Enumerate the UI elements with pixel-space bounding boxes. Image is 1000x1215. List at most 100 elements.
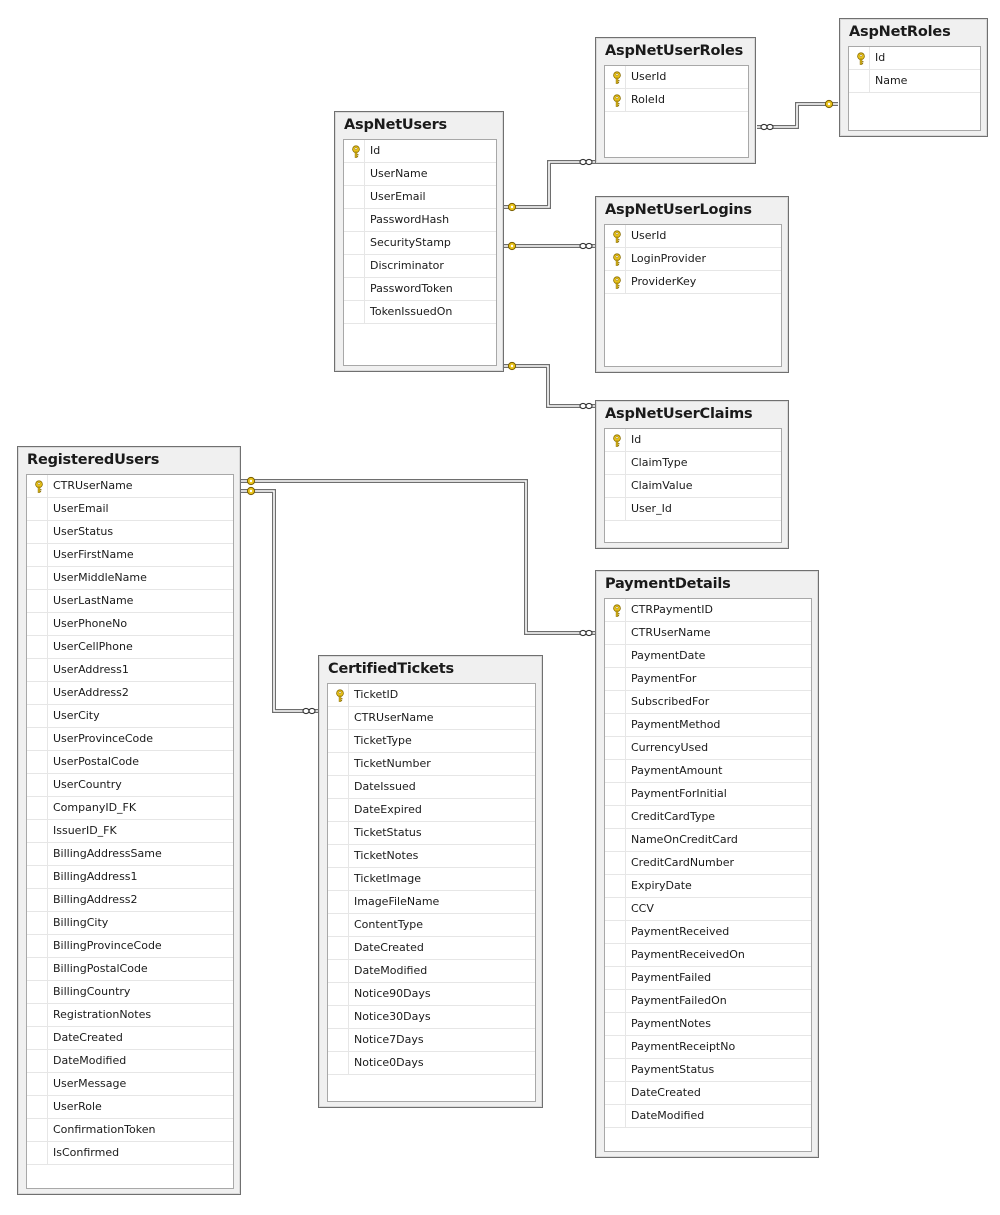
column-row[interactable]: UserFirstName: [27, 544, 233, 567]
column-row[interactable]: DateModified: [328, 960, 535, 983]
column-row[interactable]: UserAddress1: [27, 659, 233, 682]
column-row[interactable]: CreditCardType: [605, 806, 811, 829]
column-row[interactable]: NameOnCreditCard: [605, 829, 811, 852]
column-row[interactable]: UserPostalCode: [27, 751, 233, 774]
column-row[interactable]: CTRUserName: [328, 707, 535, 730]
relationship-line-users-userclaims[interactable]: [504, 361, 596, 410]
column-row[interactable]: PaymentStatus: [605, 1059, 811, 1082]
column-row[interactable]: DateCreated: [328, 937, 535, 960]
column-row[interactable]: UserCountry: [27, 774, 233, 797]
column-row[interactable]: UserId: [605, 66, 748, 89]
column-row[interactable]: Id: [344, 140, 496, 163]
column-row[interactable]: PaymentFailed: [605, 967, 811, 990]
column-row[interactable]: UserMiddleName: [27, 567, 233, 590]
column-row[interactable]: DateIssued: [328, 776, 535, 799]
column-row[interactable]: SubscribedFor: [605, 691, 811, 714]
column-row[interactable]: PaymentReceivedOn: [605, 944, 811, 967]
column-row[interactable]: CTRUserName: [605, 622, 811, 645]
column-row[interactable]: PaymentReceiptNo: [605, 1036, 811, 1059]
column-row[interactable]: UserStatus: [27, 521, 233, 544]
column-row[interactable]: ConfirmationToken: [27, 1119, 233, 1142]
column-row[interactable]: BillingAddress1: [27, 866, 233, 889]
column-row[interactable]: RoleId: [605, 89, 748, 112]
column-row[interactable]: User_Id: [605, 498, 781, 521]
column-row[interactable]: DateModified: [605, 1105, 811, 1128]
table-aspnetuserlogins[interactable]: AspNetUserLogins UserId LoginProvider Pr…: [595, 196, 789, 373]
column-row[interactable]: CurrencyUsed: [605, 737, 811, 760]
column-row[interactable]: BillingPostalCode: [27, 958, 233, 981]
column-row[interactable]: CompanyID_FK: [27, 797, 233, 820]
column-row[interactable]: BillingAddressSame: [27, 843, 233, 866]
column-row[interactable]: PaymentFailedOn: [605, 990, 811, 1013]
column-row[interactable]: UserId: [605, 225, 781, 248]
column-row[interactable]: DateExpired: [328, 799, 535, 822]
column-row[interactable]: UserName: [344, 163, 496, 186]
column-row[interactable]: UserAddress2: [27, 682, 233, 705]
column-row[interactable]: TicketNumber: [328, 753, 535, 776]
column-row[interactable]: TicketID: [328, 684, 535, 707]
column-row[interactable]: CTRUserName: [27, 475, 233, 498]
column-row[interactable]: PaymentMethod: [605, 714, 811, 737]
column-row[interactable]: Notice30Days: [328, 1006, 535, 1029]
column-row[interactable]: PasswordHash: [344, 209, 496, 232]
relationship-line-roles-userroles[interactable]: [757, 99, 838, 131]
column-row[interactable]: CCV: [605, 898, 811, 921]
column-row[interactable]: DateCreated: [605, 1082, 811, 1105]
column-row[interactable]: TokenIssuedOn: [344, 301, 496, 324]
column-row[interactable]: PasswordToken: [344, 278, 496, 301]
column-row[interactable]: UserLastName: [27, 590, 233, 613]
column-row[interactable]: PaymentAmount: [605, 760, 811, 783]
column-row[interactable]: PaymentFor: [605, 668, 811, 691]
column-row[interactable]: UserCity: [27, 705, 233, 728]
column-row[interactable]: BillingCountry: [27, 981, 233, 1004]
relationship-line-users-userroles[interactable]: [504, 158, 596, 212]
column-row[interactable]: Discriminator: [344, 255, 496, 278]
column-row[interactable]: PaymentReceived: [605, 921, 811, 944]
column-row[interactable]: Id: [605, 429, 781, 452]
column-row[interactable]: RegistrationNotes: [27, 1004, 233, 1027]
column-row[interactable]: TicketNotes: [328, 845, 535, 868]
column-row[interactable]: DateCreated: [27, 1027, 233, 1050]
column-row[interactable]: PaymentForInitial: [605, 783, 811, 806]
column-row[interactable]: Notice0Days: [328, 1052, 535, 1075]
column-row[interactable]: UserEmail: [344, 186, 496, 209]
column-row[interactable]: Name: [849, 70, 980, 93]
column-row[interactable]: BillingAddress2: [27, 889, 233, 912]
column-row[interactable]: UserProvinceCode: [27, 728, 233, 751]
column-row[interactable]: ContentType: [328, 914, 535, 937]
column-row[interactable]: Notice90Days: [328, 983, 535, 1006]
column-row[interactable]: CreditCardNumber: [605, 852, 811, 875]
column-row[interactable]: UserMessage: [27, 1073, 233, 1096]
column-row[interactable]: PaymentNotes: [605, 1013, 811, 1036]
column-row[interactable]: Notice7Days: [328, 1029, 535, 1052]
relationship-line-registered-payments[interactable]: [241, 476, 596, 637]
column-row[interactable]: ProviderKey: [605, 271, 781, 294]
column-row[interactable]: UserCellPhone: [27, 636, 233, 659]
column-row[interactable]: TicketStatus: [328, 822, 535, 845]
column-row[interactable]: UserRole: [27, 1096, 233, 1119]
column-row[interactable]: BillingCity: [27, 912, 233, 935]
column-row[interactable]: Id: [849, 47, 980, 70]
column-row[interactable]: SecurityStamp: [344, 232, 496, 255]
column-row[interactable]: ClaimType: [605, 452, 781, 475]
column-row[interactable]: IsConfirmed: [27, 1142, 233, 1165]
column-row[interactable]: IssuerID_FK: [27, 820, 233, 843]
column-row[interactable]: BillingProvinceCode: [27, 935, 233, 958]
column-row[interactable]: PaymentDate: [605, 645, 811, 668]
column-row[interactable]: UserEmail: [27, 498, 233, 521]
column-row[interactable]: DateModified: [27, 1050, 233, 1073]
column-row[interactable]: UserPhoneNo: [27, 613, 233, 636]
column-row[interactable]: TicketImage: [328, 868, 535, 891]
column-row[interactable]: LoginProvider: [605, 248, 781, 271]
table-aspnetuserroles[interactable]: AspNetUserRoles UserId RoleId: [595, 37, 756, 164]
column-row[interactable]: ExpiryDate: [605, 875, 811, 898]
relationship-line-registered-tickets[interactable]: [241, 486, 319, 715]
relationship-line-users-userlogins[interactable]: [504, 241, 596, 251]
column-row[interactable]: CTRPaymentID: [605, 599, 811, 622]
